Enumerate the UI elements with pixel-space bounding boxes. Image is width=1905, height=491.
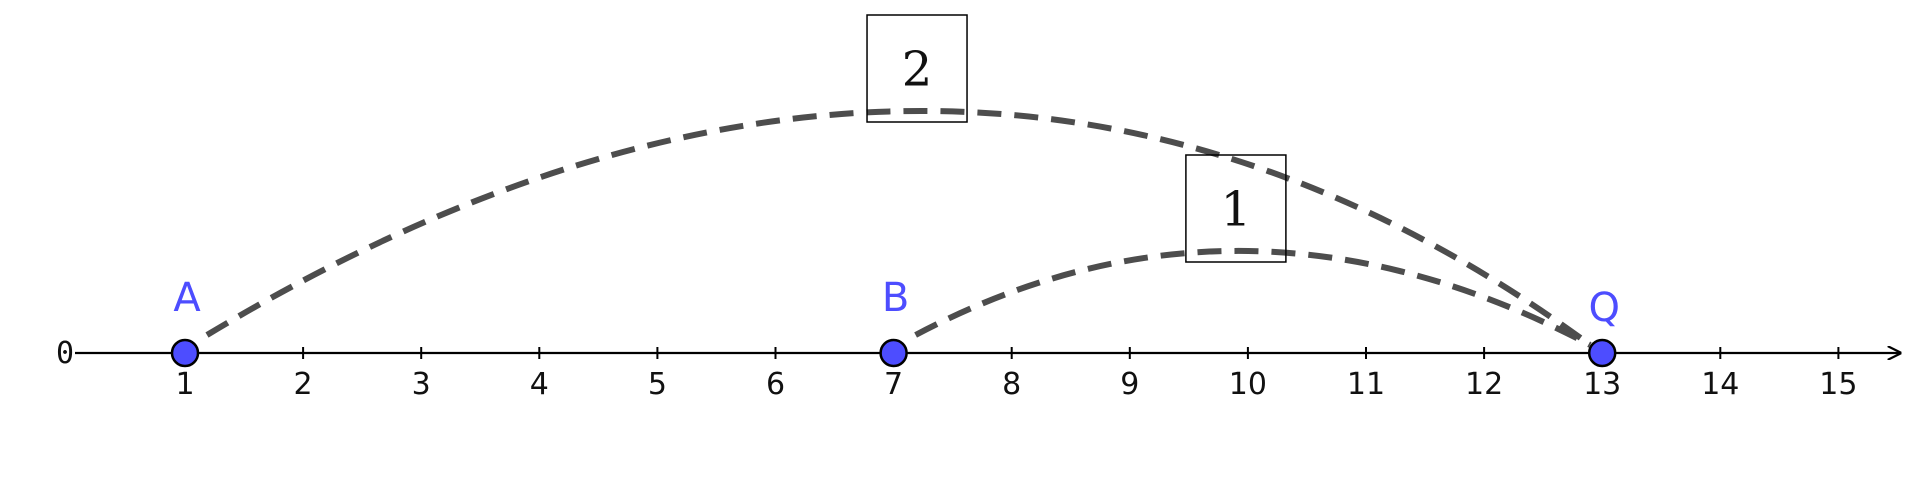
tick-label: 8 xyxy=(1002,367,1021,402)
tick-label: 3 xyxy=(412,367,431,402)
jump-labels: 21 xyxy=(866,14,1287,263)
point-label-b: B xyxy=(882,275,909,321)
tick-label: 7 xyxy=(884,367,903,402)
tick-label: 1 xyxy=(175,367,194,402)
point-label-a: A xyxy=(173,275,201,321)
tick-label: 9 xyxy=(1120,367,1139,402)
point-label-q: Q xyxy=(1588,285,1619,331)
tick-label: 5 xyxy=(648,367,667,402)
point-q xyxy=(1587,338,1617,368)
point-a xyxy=(170,338,200,368)
tick-label: 14 xyxy=(1701,367,1739,402)
tick-label: 6 xyxy=(766,367,785,402)
tick-label: 15 xyxy=(1819,367,1857,402)
tick-label: 11 xyxy=(1347,367,1385,402)
tick-label: 13 xyxy=(1583,367,1621,402)
jump-label: 2 xyxy=(902,42,933,98)
jump-label-box xyxy=(1185,154,1287,263)
tick-label: 10 xyxy=(1229,367,1267,402)
point-b xyxy=(879,338,908,368)
tick-label: 4 xyxy=(530,367,549,402)
jump-arc xyxy=(914,248,1592,348)
tick-label: 12 xyxy=(1465,367,1503,402)
tick-label: 2 xyxy=(294,367,313,402)
origin-label: 0 xyxy=(56,336,74,371)
jump-label: 1 xyxy=(1221,182,1252,238)
jump-label-box xyxy=(866,14,968,123)
jump-arcs xyxy=(205,108,1592,348)
